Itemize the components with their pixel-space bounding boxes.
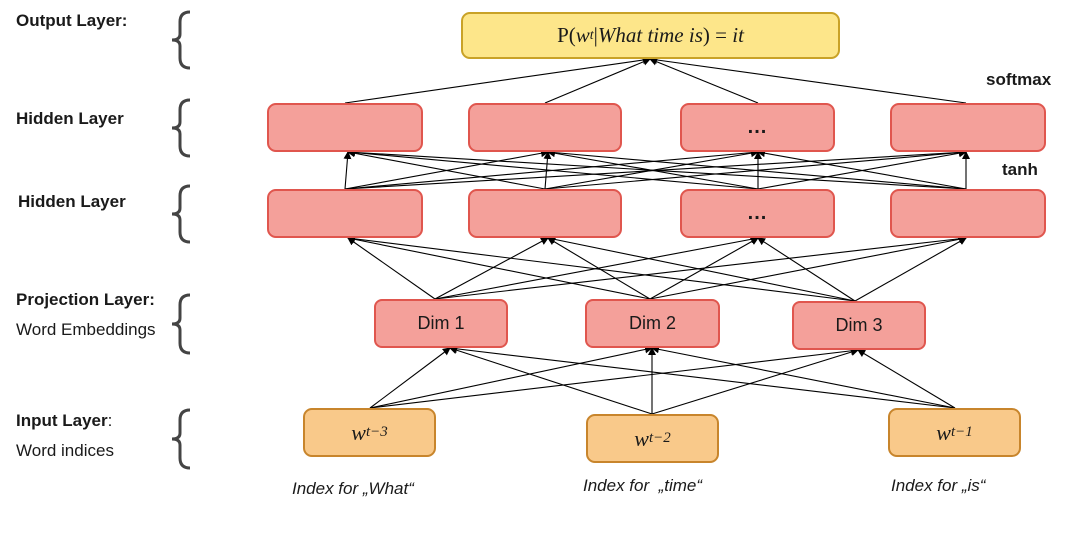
hidden-layer-bottom-label: Hidden Layer	[18, 192, 126, 211]
tanh-label: tanh	[1002, 160, 1038, 179]
hidden-bottom-node	[890, 189, 1046, 238]
input-caption: Index for „is“	[891, 476, 986, 495]
edge-arrow	[369, 347, 451, 409]
edge-arrow	[347, 237, 436, 300]
brace-icon	[171, 10, 191, 70]
brace-icon	[171, 293, 191, 355]
dim-2-node: Dim 2	[585, 299, 720, 348]
edge-arrow	[347, 148, 967, 190]
edge-arrow	[547, 235, 856, 302]
input-caption: Index for „What“	[292, 479, 414, 498]
edge-arrow	[343, 151, 352, 190]
dim-3-node: Dim 3	[792, 301, 926, 350]
edge-arrow	[547, 148, 967, 190]
edge-arrow	[757, 237, 856, 302]
hidden-top-node	[267, 103, 423, 152]
brace-icon	[171, 408, 191, 470]
edge-arrow	[651, 345, 956, 409]
projection-layer-label: Projection Layer: Word Embeddings	[16, 290, 156, 339]
edge-arrow	[369, 345, 653, 409]
edge-arrow	[649, 237, 759, 300]
hidden-top-node: ...	[680, 103, 835, 152]
edge-arrow	[649, 57, 759, 104]
edge-arrow	[757, 149, 967, 190]
edge-arrow	[543, 151, 552, 190]
edge-arrow	[347, 234, 856, 302]
hidden-bottom-node: ...	[680, 189, 835, 238]
brace-icon	[171, 98, 191, 158]
edge-arrow	[547, 237, 651, 300]
edge-arrow	[434, 237, 549, 300]
edge-arrow	[347, 149, 546, 190]
edge-arrow	[369, 346, 859, 409]
edge-arrow	[544, 58, 651, 104]
edge-arrow	[651, 348, 859, 415]
dim-1-node: Dim 1	[374, 299, 508, 348]
edge-arrow	[649, 235, 967, 300]
edge-arrow	[347, 148, 759, 190]
input-layer-label: Input Layer: Word indices	[16, 411, 114, 460]
brace-icon	[171, 184, 191, 244]
hidden-top-node	[890, 103, 1046, 152]
edge-arrow	[434, 234, 967, 300]
softmax-label: softmax	[986, 70, 1052, 89]
edge-arrow	[344, 56, 651, 104]
hidden-bottom-node	[267, 189, 423, 238]
hidden-layer-top-label: Hidden Layer	[16, 109, 124, 128]
edge-arrow	[854, 237, 967, 302]
input-caption: Index for „time“	[583, 476, 703, 495]
hidden-top-node	[468, 103, 622, 152]
edge-arrow	[449, 346, 653, 415]
output-layer-label: Output Layer:	[16, 11, 128, 30]
edge-arrow	[347, 235, 651, 300]
edge-arrow	[857, 349, 956, 409]
edge-arrow	[449, 344, 956, 409]
edge-arrow	[649, 56, 967, 104]
hidden-bottom-node	[468, 189, 622, 238]
